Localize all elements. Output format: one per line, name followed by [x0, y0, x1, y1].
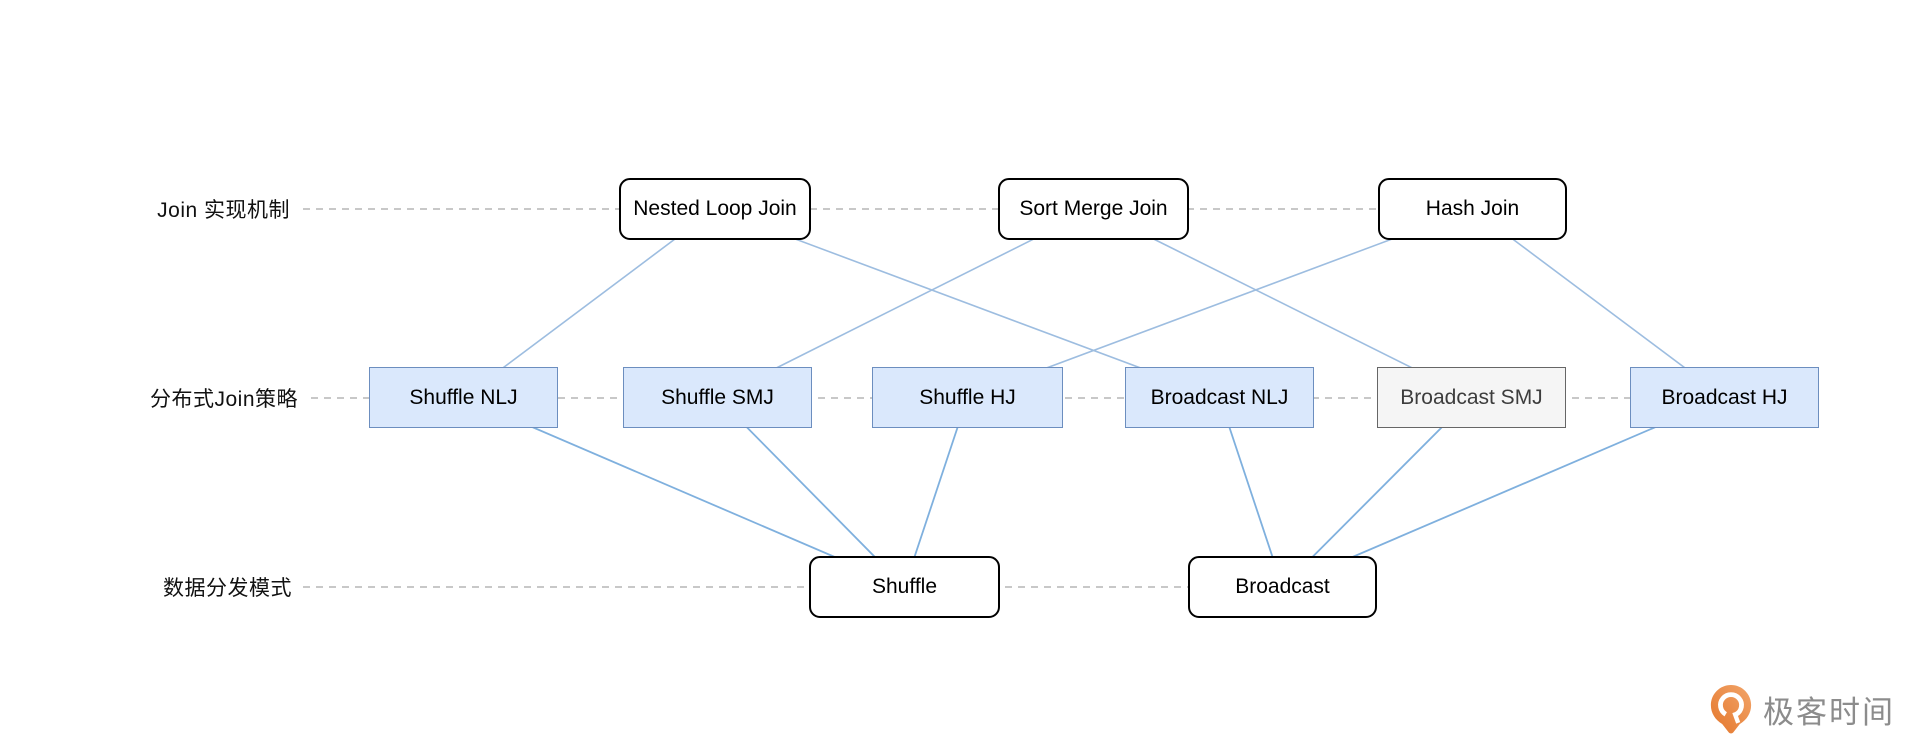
node-broadcast-smj: Broadcast SMJ	[1377, 367, 1566, 428]
node-broadcast: Broadcast	[1188, 556, 1377, 618]
geektime-logo: 极客时间	[1708, 683, 1895, 735]
connector-line-smj-shuffle-smj	[717, 208, 1094, 399]
node-nlj: Nested Loop Join	[619, 178, 811, 240]
row-label-distributed-join-strategy: 分布式Join策略	[149, 388, 298, 411]
connector-line-shuffle-nlj-shuffle	[463, 396, 905, 588]
node-hj: Hash Join	[1378, 178, 1567, 240]
node-shuffle: Shuffle	[809, 556, 1000, 618]
connector-line-broadcast-nlj-broadcast	[1218, 397, 1284, 588]
node-shuffle-nlj: Shuffle NLJ	[369, 367, 558, 428]
node-broadcast-nlj: Broadcast NLJ	[1125, 367, 1314, 428]
connector-line-smj-broadcast-smj	[1093, 208, 1472, 399]
row-label-data-distribution-mode: 数据分发模式	[163, 577, 292, 600]
node-shuffle-hj: Shuffle HJ	[872, 367, 1063, 428]
connector-line-hj-shuffle-hj	[967, 208, 1473, 399]
ring-shape	[1718, 692, 1744, 717]
connector-line-shuffle-smj-shuffle	[716, 396, 906, 588]
row-label-join-mechanism: Join 实现机制	[157, 199, 290, 222]
geektime-pin-icon	[1710, 685, 1752, 734]
connector-line-broadcast-smj-broadcast	[1281, 396, 1473, 588]
geektime-logo-text: 极客时间	[1763, 694, 1895, 730]
connector-line-broadcast-hj-broadcast	[1282, 396, 1725, 588]
node-smj: Sort Merge Join	[998, 178, 1189, 240]
connector-line-nlj-broadcast-nlj	[714, 208, 1220, 399]
node-broadcast-hj: Broadcast HJ	[1630, 367, 1819, 428]
connector-line-nlj-shuffle-nlj	[463, 208, 716, 399]
connector-line-shuffle-hj-shuffle	[903, 397, 969, 588]
connector-line-hj-broadcast-hj	[1472, 208, 1725, 399]
ring-tail	[1732, 711, 1741, 724]
node-shuffle-smj: Shuffle SMJ	[623, 367, 812, 428]
